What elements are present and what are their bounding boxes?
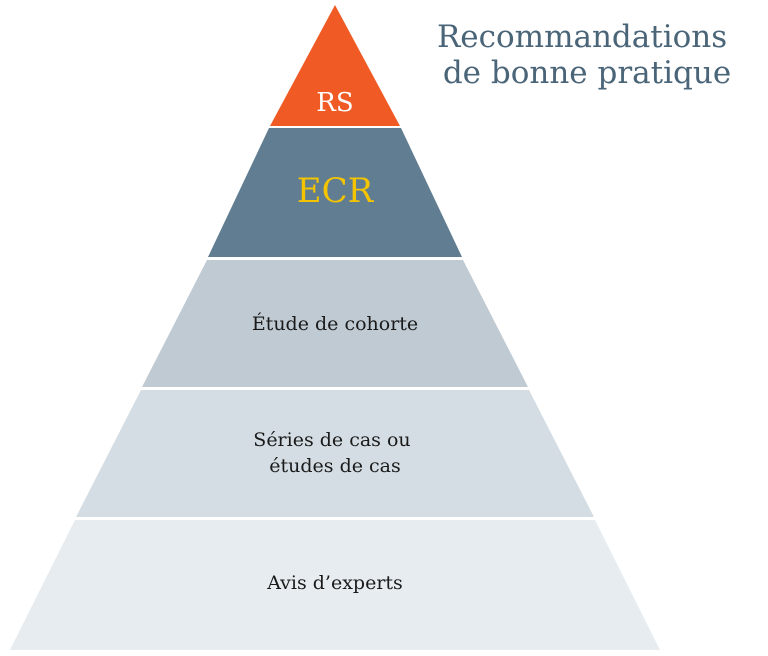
tier-expert-opinion-label: Avis d’experts: [266, 572, 403, 594]
tier-case-series: Séries de cas ou études de cas: [76, 390, 594, 517]
tier-cohort-shape: [142, 260, 528, 387]
tier-cohort-label: Étude de cohorte: [252, 312, 418, 335]
tier-rs-label: RS: [316, 88, 353, 118]
tier-case-series-label: Séries de cas ou études de cas: [253, 429, 416, 477]
tier-cohort: Étude de cohorte: [142, 260, 528, 387]
tier-ecr-shape: [208, 128, 462, 257]
tier-expert-opinion-shape: [10, 520, 660, 650]
tier-ecr-label: ECR: [297, 171, 375, 211]
tier-expert-opinion: Avis d’experts: [10, 520, 660, 650]
tier-case-series-shape: [76, 390, 594, 517]
pyramid-heading: Recommandations de bonne pratique: [437, 19, 737, 91]
tier-rs: RS: [270, 5, 400, 126]
tier-rs-shape: [270, 5, 400, 126]
tier-ecr: ECR: [208, 128, 462, 257]
